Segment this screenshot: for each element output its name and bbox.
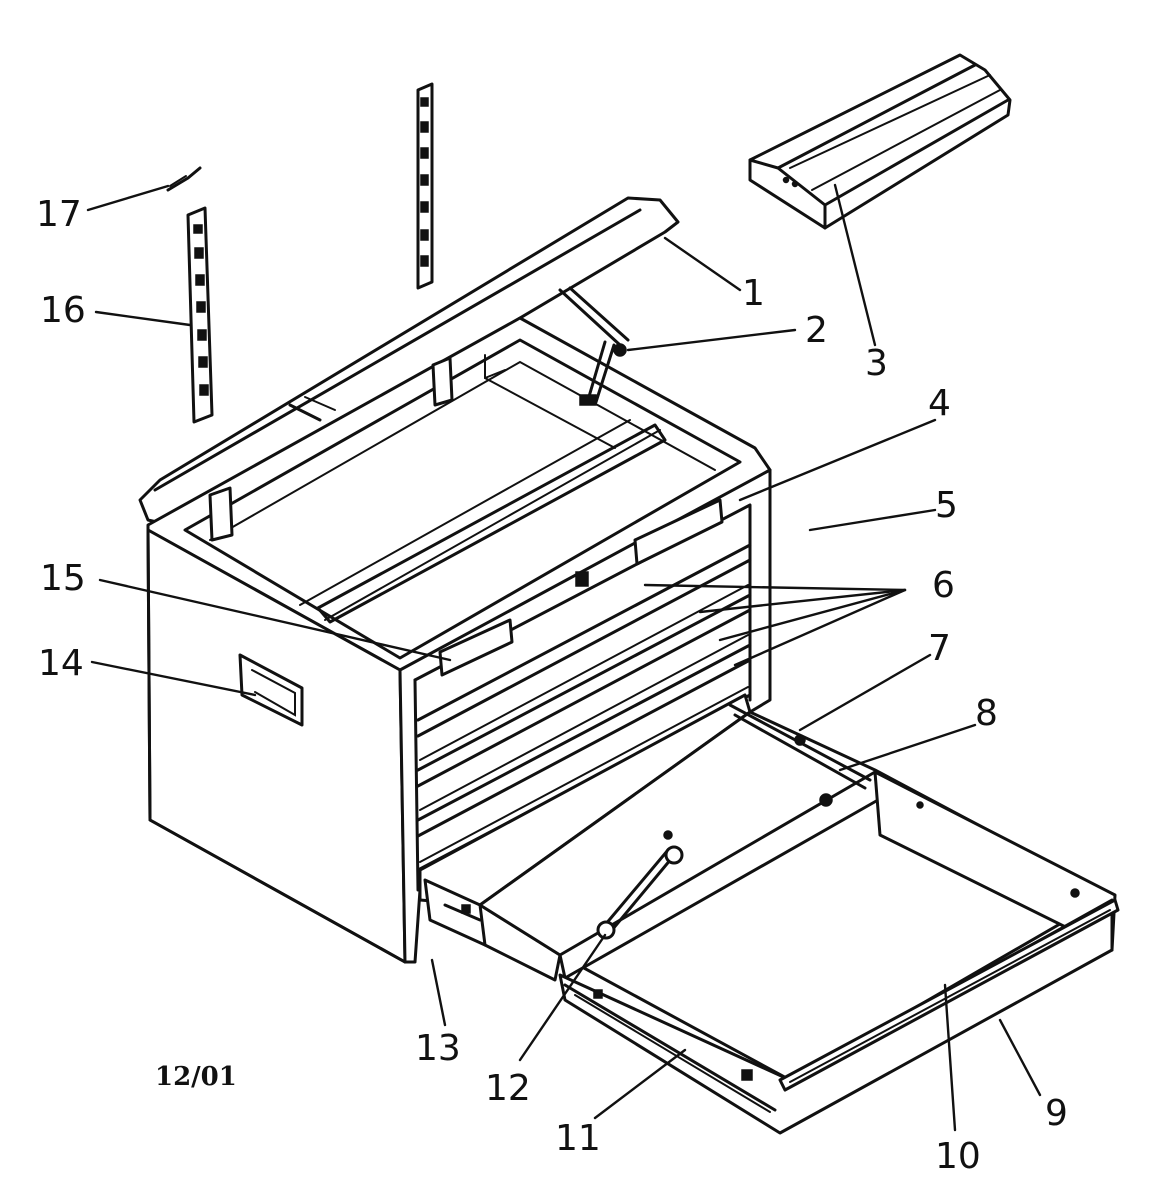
part-14-side-handle: [238, 653, 304, 727]
part-12-drawer-stay: [596, 830, 684, 940]
callout-9: 9: [1045, 1093, 1068, 1134]
callout-15: 15: [40, 558, 86, 599]
part-2-lid-stay: [558, 286, 630, 406]
callout-6: 6: [932, 565, 955, 606]
callout-1: 1: [742, 273, 765, 314]
part-16-slotted-strip: [186, 206, 214, 424]
part-3-tote-tray: [748, 53, 1012, 230]
callout-12: 12: [485, 1068, 531, 1109]
callout-16: 16: [40, 290, 86, 331]
callout-5: 5: [935, 485, 958, 526]
date-code: 12/01: [155, 1062, 237, 1092]
cabinet-body: [146, 316, 772, 964]
part-6-drawers: [416, 498, 752, 872]
callout-4: 4: [928, 383, 951, 424]
callout-11: 11: [555, 1118, 601, 1159]
callout-numbers: 1 2 3 4 5 6 7 8 9 10 11 12 13 14 15 16 1…: [36, 194, 1068, 1177]
upper-slotted-strip: [416, 82, 434, 290]
callout-14: 14: [38, 643, 84, 684]
part-17-pin: [166, 166, 202, 192]
callout-3: 3: [865, 343, 888, 384]
callout-8: 8: [975, 693, 998, 734]
leader-lines: [86, 183, 1042, 1132]
callout-13: 13: [415, 1028, 461, 1069]
callout-2: 2: [805, 310, 828, 351]
callout-17: 17: [36, 194, 82, 235]
callout-7: 7: [928, 628, 951, 669]
lid-hinges: [208, 356, 454, 542]
pulled-drawer: [418, 693, 1120, 1135]
part-15-label-plate: [438, 618, 514, 677]
callout-10: 10: [935, 1136, 981, 1177]
